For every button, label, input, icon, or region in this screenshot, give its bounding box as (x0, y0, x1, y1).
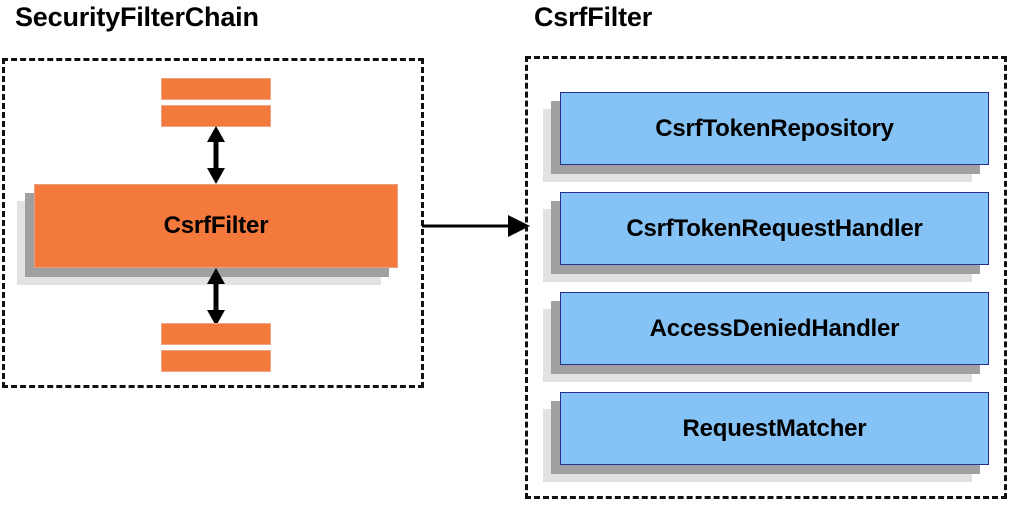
left-panel-title: SecurityFilterChain (15, 2, 259, 32)
csrf-filter-box-face: CsrfFilter (34, 184, 398, 268)
component-box-request-matcher[interactable]: RequestMatcher (543, 392, 989, 482)
filter-bar-top-1 (161, 78, 271, 100)
component-box-face: CsrfTokenRequestHandler (560, 192, 989, 265)
component-box-csrf-token-request-handler[interactable]: CsrfTokenRequestHandler (543, 192, 989, 282)
bidirectional-arrow-top (203, 126, 229, 184)
filter-bar-top-2 (161, 105, 271, 127)
component-label: RequestMatcher (682, 414, 867, 442)
csrf-filter-box[interactable]: CsrfFilter (17, 184, 398, 285)
component-label: AccessDeniedHandler (649, 314, 900, 342)
csrf-filter-box-label: CsrfFilter (163, 212, 269, 239)
bidirectional-arrow-bottom (203, 268, 229, 326)
right-panel-title: CsrfFilter (534, 2, 653, 32)
component-box-face: CsrfTokenRepository (560, 92, 989, 165)
component-box-face: RequestMatcher (560, 392, 989, 465)
connector-arrow (422, 211, 530, 241)
component-label: CsrfTokenRequestHandler (626, 214, 923, 242)
csrf-filter-panel (525, 56, 1007, 499)
filter-bar-bottom-1 (161, 323, 271, 345)
component-box-face: AccessDeniedHandler (560, 292, 989, 365)
component-label: CsrfTokenRepository (655, 114, 894, 142)
component-box-csrf-token-repository[interactable]: CsrfTokenRepository (543, 92, 989, 182)
security-filter-chain-panel (2, 58, 424, 388)
filter-bar-bottom-2 (161, 350, 271, 372)
component-box-access-denied-handler[interactable]: AccessDeniedHandler (543, 292, 989, 382)
